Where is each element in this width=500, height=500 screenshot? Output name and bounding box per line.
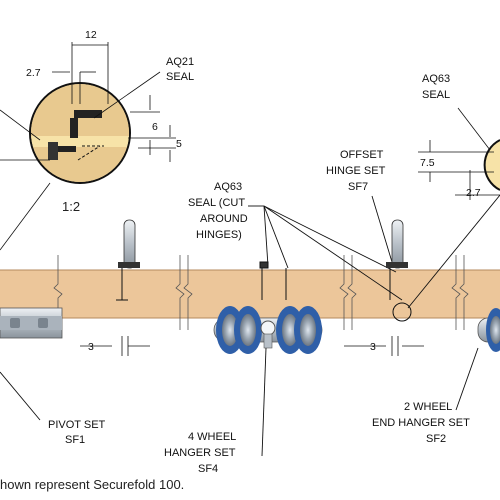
- leaders-aq63-cut: [248, 205, 403, 301]
- dim-left-offset: 2.7: [26, 67, 41, 79]
- callout-aq21-seal: AQ21 SEAL: [166, 56, 194, 83]
- svg-text:2 WHEEL: 2 WHEEL: [404, 401, 452, 413]
- svg-text:SF4: SF4: [198, 463, 218, 475]
- callout-aq63-seal-cut: AQ63 SEAL (CUT AROUND HINGES): [188, 181, 248, 241]
- svg-text:SF7: SF7: [348, 181, 368, 193]
- hinge-right: [386, 219, 412, 322]
- dim-top-width: 12: [85, 29, 97, 41]
- wheel-4: [294, 306, 322, 354]
- svg-text:AQ63: AQ63: [214, 181, 242, 193]
- leader-pivot: [0, 371, 41, 421]
- pivot-set-rail: [0, 307, 63, 339]
- dim-seal-height-5: 5: [176, 138, 182, 150]
- leader-four-wheel: [261, 347, 267, 457]
- svg-text:PIVOT SET: PIVOT SET: [48, 419, 106, 431]
- dim-gap-right: 3: [370, 341, 376, 353]
- callout-four-wheel-hanger-set: 4 WHEEL HANGER SET SF4: [164, 431, 236, 475]
- svg-text:SEAL (CUT: SEAL (CUT: [188, 197, 245, 209]
- four-wheel-hanger: [213, 306, 323, 354]
- gap-dimension-right: [344, 336, 424, 356]
- svg-text:SEAL: SEAL: [422, 89, 450, 101]
- hinge-left: [116, 219, 140, 301]
- svg-text:OFFSET: OFFSET: [340, 149, 384, 161]
- svg-text:HANGER SET: HANGER SET: [164, 447, 236, 459]
- footer-caption: hown represent Securefold 100.: [0, 477, 184, 492]
- dim-right-offset: 2.7: [466, 187, 481, 199]
- svg-text:4 WHEEL: 4 WHEEL: [188, 431, 236, 443]
- svg-text:SF1: SF1: [65, 434, 85, 446]
- seal-marks-center: [259, 261, 287, 300]
- leader-offset-hinge: [371, 195, 393, 263]
- callout-offset-hinge-set: OFFSET HINGE SET SF7: [326, 149, 386, 193]
- two-wheel-end-hanger: [477, 308, 500, 352]
- scale-label: 1:2: [62, 199, 80, 214]
- svg-text:HINGE SET: HINGE SET: [326, 165, 386, 177]
- callout-aq63-seal-right: AQ63 SEAL: [422, 73, 450, 101]
- dim-right-height: 7.5: [420, 157, 435, 169]
- dim-gap-left: 3: [88, 341, 94, 353]
- svg-text:AROUND: AROUND: [200, 213, 248, 225]
- dim-seal-height-6: 6: [152, 121, 158, 133]
- dimension-lines-left: [0, 42, 176, 251]
- dimension-lines-right: [418, 107, 500, 200]
- svg-text:AQ63: AQ63: [422, 73, 450, 85]
- seal-detail-right: [407, 139, 500, 309]
- svg-text:SF2: SF2: [426, 433, 446, 445]
- svg-text:AQ21: AQ21: [166, 56, 194, 68]
- callout-pivot-set: PIVOT SET SF1: [48, 419, 106, 446]
- wheel-2: [234, 306, 262, 354]
- gap-dimension-left: [80, 336, 150, 356]
- callout-two-wheel-end-hanger-set: 2 WHEEL END HANGER SET SF2: [372, 401, 470, 445]
- svg-text:SEAL: SEAL: [166, 71, 194, 83]
- svg-text:HINGES): HINGES): [196, 229, 242, 241]
- svg-text:END HANGER SET: END HANGER SET: [372, 417, 470, 429]
- leader-two-wheel: [455, 347, 479, 411]
